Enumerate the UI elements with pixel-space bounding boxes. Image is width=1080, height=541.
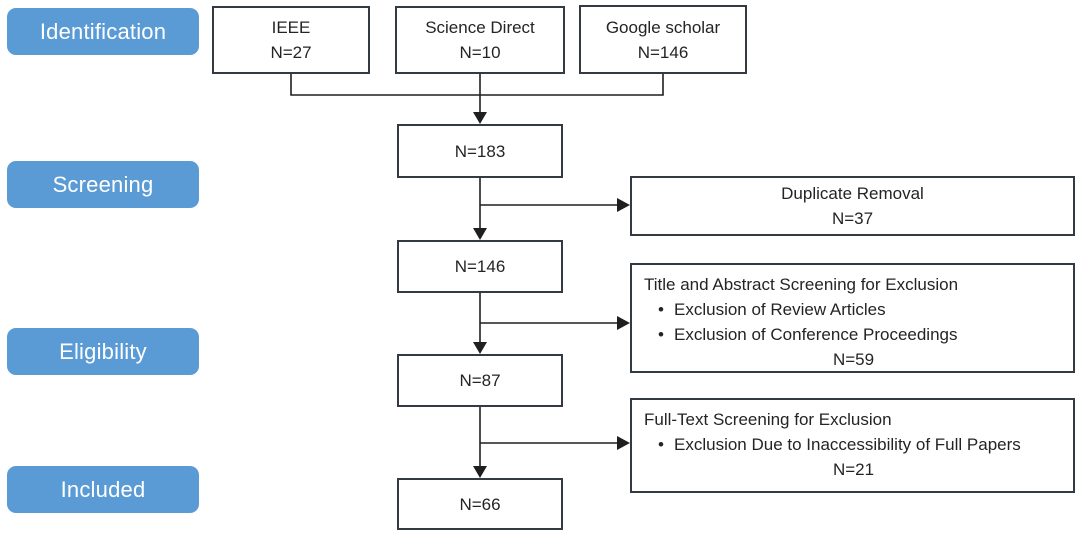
bullet-icon: •	[658, 435, 664, 454]
stage-label-included: Included	[7, 466, 199, 513]
bullet-icon: •	[658, 300, 664, 319]
exclusion-bullet: • Exclusion of Review Articles	[644, 297, 1063, 322]
arrow-down-icon	[473, 228, 487, 240]
flow-box-n183: N=183	[397, 124, 563, 178]
stage-label-identification: Identification	[7, 8, 199, 55]
exclusion-count: N=59	[832, 350, 875, 369]
bullet-icon: •	[658, 325, 664, 344]
exclusion-box-title-abstract-screening: Title and Abstract Screening for Exclusi…	[630, 263, 1075, 373]
exclusion-box-full-text-screening: Full-Text Screening for Exclusion • Excl…	[630, 398, 1075, 493]
exclusion-box-duplicate-removal: Duplicate Removal N=37	[630, 176, 1075, 236]
stage-label-screening: Screening	[7, 161, 199, 208]
bullet-text: Exclusion of Conference Proceedings	[674, 325, 958, 344]
source-count: N=27	[270, 43, 312, 62]
exclusion-count: N=21	[832, 460, 875, 479]
exclusion-title: Full-Text Screening for Exclusion	[644, 410, 892, 429]
flow-box-n87: N=87	[397, 354, 563, 407]
source-box-science-direct: Science Direct N=10	[395, 6, 565, 74]
source-count: N=146	[637, 42, 689, 62]
arrow-down-icon	[473, 466, 487, 478]
arrow-down-icon	[473, 342, 487, 354]
exclusion-bullet: • Exclusion of Conference Proceedings	[644, 322, 1063, 347]
exclusion-title: Title and Abstract Screening for Exclusi…	[644, 275, 959, 294]
source-box-ieee: IEEE N=27	[212, 6, 370, 74]
source-name: Science Direct	[425, 18, 535, 37]
source-count: N=10	[459, 43, 501, 62]
exclusion-title: Duplicate Removal	[781, 184, 924, 203]
arrow-right-icon	[617, 198, 630, 212]
merge-line	[290, 74, 664, 96]
source-name: Google scholar	[605, 17, 721, 37]
source-name: IEEE	[271, 18, 311, 37]
flow-box-n66: N=66	[397, 478, 563, 530]
arrow-right-icon	[617, 316, 630, 330]
arrow-down-icon	[473, 112, 487, 124]
source-box-google-scholar: Google scholar N=146	[579, 5, 747, 74]
bullet-text: Exclusion Due to Inaccessibility of Full…	[674, 435, 1021, 454]
exclusion-count: N=37	[831, 209, 874, 228]
exclusion-bullet: • Exclusion Due to Inaccessibility of Fu…	[644, 432, 1063, 457]
stage-label-eligibility: Eligibility	[7, 328, 199, 375]
bullet-text: Exclusion of Review Articles	[674, 300, 886, 319]
arrow-right-icon	[617, 436, 630, 450]
flow-box-n146: N=146	[397, 240, 563, 293]
